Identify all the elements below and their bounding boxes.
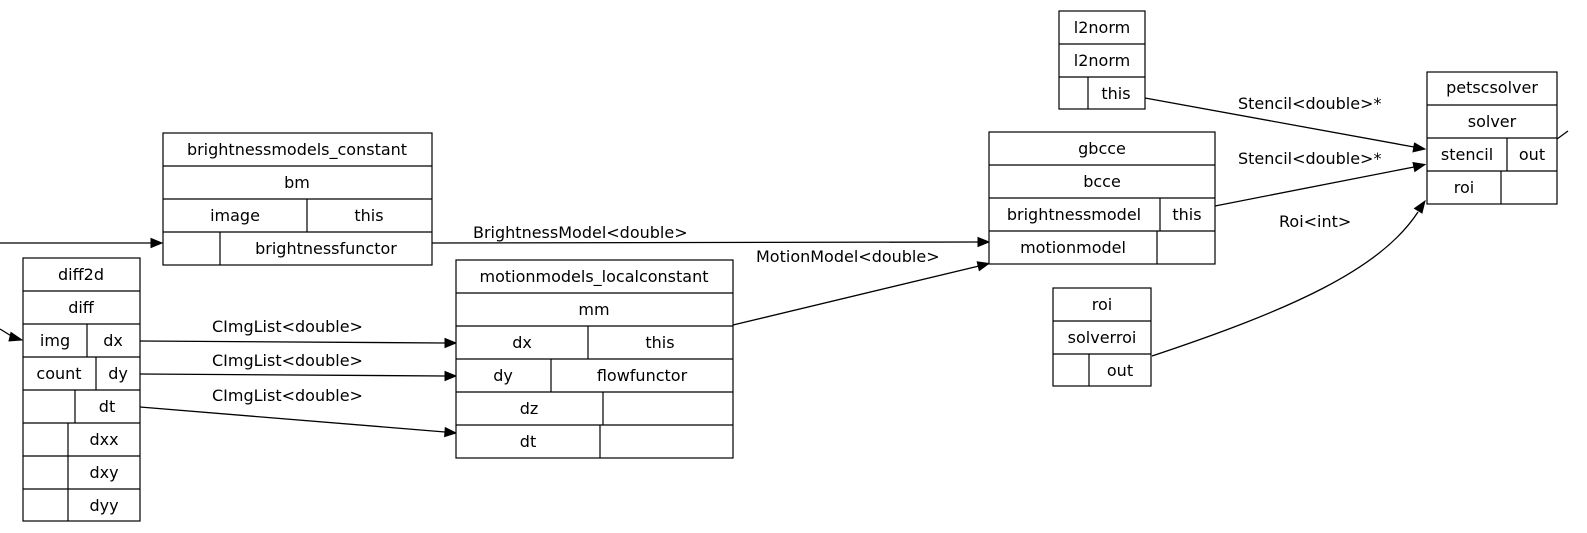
- node-gbcce[interactable]: gbcce bcce brightnessmodel this motionmo…: [988, 131, 1216, 265]
- edge-input-to-diff: [0, 328, 24, 342]
- edge-input-to-bm: [0, 237, 164, 249]
- node-motionmodels-localconstant[interactable]: motionmodels_localconstant mm dx this dy…: [455, 259, 734, 459]
- edge-label-roi-to-solver: Roi<int>: [1279, 212, 1351, 231]
- port-dt: dt: [520, 432, 536, 451]
- edge-label-dy-to-mm: CImgList<double>: [212, 351, 363, 370]
- edge-label-mm-to-gbcce: MotionModel<double>: [756, 247, 940, 266]
- port-roi: roi: [1454, 178, 1474, 197]
- edge-label-dt-to-mm: CImgList<double>: [212, 386, 363, 405]
- edge-mm-to-gbcce: MotionModel<double>: [732, 247, 991, 326]
- port-dxy: dxy: [89, 463, 118, 482]
- node-type-label: l2norm: [1074, 18, 1130, 37]
- node-type-label: gbcce: [1078, 139, 1126, 158]
- edge-dx-to-mm: CImgList<double>: [139, 317, 458, 349]
- node-type-label: diff2d: [58, 265, 104, 284]
- port-dy: dy: [493, 366, 513, 385]
- node-type-label: petscsolver: [1446, 78, 1538, 97]
- port-out: out: [1519, 145, 1545, 164]
- node-brightnessmodels-constant[interactable]: brightnessmodels_constant bm image this …: [162, 132, 433, 266]
- port-image: image: [210, 206, 260, 225]
- node-type-label: roi: [1092, 295, 1112, 314]
- edge-label-l2norm-to-solver: Stencil<double>*: [1238, 94, 1381, 113]
- port-dx: dx: [103, 331, 123, 350]
- port-dxx: dxx: [89, 430, 118, 449]
- node-l2norm[interactable]: l2norm l2norm this: [1058, 10, 1146, 110]
- edge-roi-to-solver: Roi<int>: [1151, 199, 1426, 357]
- node-name-label: mm: [578, 300, 609, 319]
- edge-dy-to-mm: CImgList<double>: [139, 351, 458, 382]
- port-dx: dx: [512, 333, 532, 352]
- edge-label-dx-to-mm: CImgList<double>: [212, 317, 363, 336]
- edge-label-gbcce-to-solver: Stencil<double>*: [1238, 149, 1381, 168]
- edge-label-bm-to-gbcce: BrightnessModel<double>: [473, 223, 688, 242]
- port-dz: dz: [520, 399, 539, 418]
- port-this: this: [1101, 84, 1130, 103]
- port-img: img: [40, 331, 70, 350]
- edge-solver-out: [1556, 130, 1569, 140]
- node-name-label: solver: [1468, 112, 1517, 131]
- port-motionmodel: motionmodel: [1020, 238, 1126, 257]
- port-dyy: dyy: [89, 496, 118, 515]
- edge-dt-to-mm: CImgList<double>: [139, 386, 458, 438]
- port-this: this: [645, 333, 674, 352]
- port-brightnessfunctor: brightnessfunctor: [255, 239, 397, 258]
- node-petscsolver[interactable]: petscsolver solver stencil out roi: [1426, 71, 1558, 205]
- node-name-label: l2norm: [1074, 51, 1130, 70]
- node-name-label: solverroi: [1068, 328, 1137, 347]
- port-dy: dy: [108, 364, 128, 383]
- node-diff2d[interactable]: diff2d diff img dx count dy dt dxx dxy d…: [22, 257, 141, 522]
- edge-gbcce-to-solver: Stencil<double>*: [1214, 149, 1427, 207]
- port-brightnessmodel: brightnessmodel: [1007, 205, 1141, 224]
- node-roi[interactable]: roi solverroi out: [1052, 287, 1152, 387]
- port-this: this: [1172, 205, 1201, 224]
- node-type-label: brightnessmodels_constant: [187, 140, 407, 160]
- port-this: this: [354, 206, 383, 225]
- port-stencil: stencil: [1441, 145, 1493, 164]
- edge-l2norm-to-solver: Stencil<double>*: [1144, 94, 1427, 153]
- node-type-label: motionmodels_localconstant: [479, 267, 708, 287]
- node-name-label: bcce: [1083, 172, 1121, 191]
- port-count: count: [36, 364, 81, 383]
- port-flowfunctor: flowfunctor: [597, 366, 688, 385]
- edge-bm-to-gbcce: BrightnessModel<double>: [431, 223, 991, 248]
- port-dt: dt: [99, 397, 115, 416]
- node-name-label: bm: [284, 173, 310, 192]
- node-name-label: diff: [68, 298, 95, 317]
- port-out: out: [1107, 361, 1133, 380]
